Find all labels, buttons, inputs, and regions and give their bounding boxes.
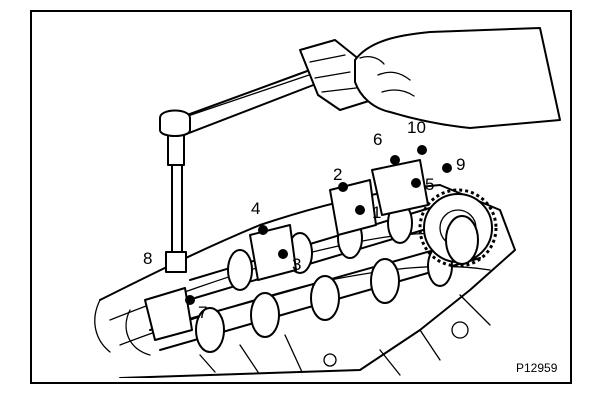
bolt-label-3: 3 xyxy=(292,255,301,274)
bolt-label-5: 5 xyxy=(425,175,434,194)
bolt-label-1: 1 xyxy=(372,203,381,222)
socket-wrench xyxy=(159,69,317,273)
bolt-label-7: 7 xyxy=(198,303,207,322)
cam-gear xyxy=(418,188,498,268)
bolt-label-8: 8 xyxy=(143,249,152,268)
bolt-label-10: 10 xyxy=(407,118,426,137)
hand-on-wrench xyxy=(299,27,561,129)
bearing-caps xyxy=(144,159,429,341)
bolt-label-4: 4 xyxy=(251,199,260,218)
bolt-number-labels: 1 2 3 4 5 6 7 8 9 10 xyxy=(143,118,465,322)
bolt-label-6: 6 xyxy=(373,130,382,149)
bolt-label-2: 2 xyxy=(333,165,342,184)
head-details xyxy=(94,299,303,373)
intake-camshaft xyxy=(149,239,481,353)
figure-code: P12959 xyxy=(516,361,558,375)
bolt-label-9: 9 xyxy=(456,155,465,174)
